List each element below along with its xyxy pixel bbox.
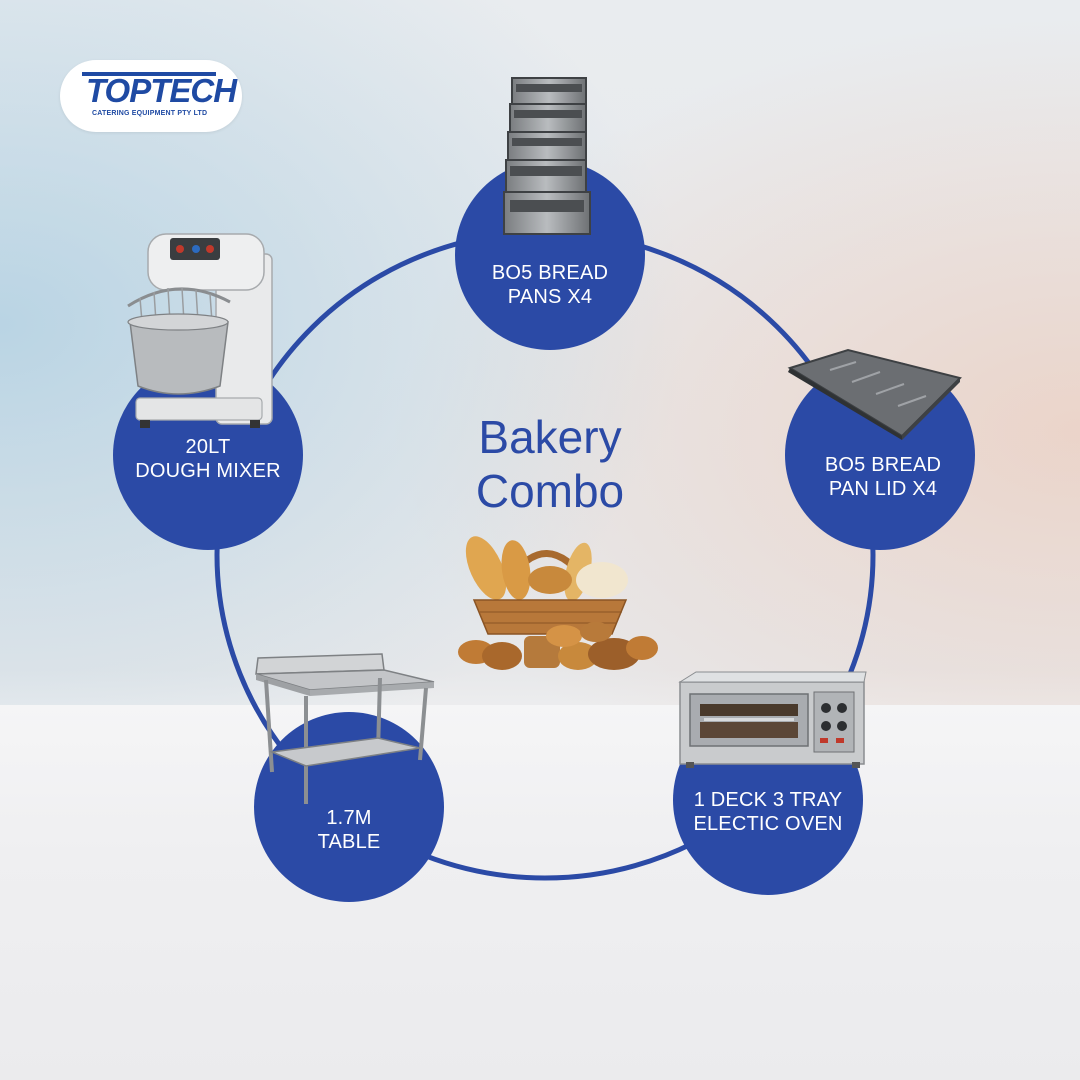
item-oven-label: 1 DECK 3 TRAY ELECTIC OVEN: [693, 789, 843, 835]
page-title: Bakery Combo: [420, 410, 680, 518]
toptech-logo: TOPTECH CATERING EQUIPMENT PTY LTD: [60, 60, 242, 132]
bread-pans-image: [503, 77, 591, 235]
logo-bar: [82, 72, 216, 76]
title-line-2: Combo: [475, 465, 625, 517]
title-line-1: Bakery: [478, 411, 622, 463]
item-dough-mixer-label: 20LT DOUGH MIXER: [135, 436, 281, 482]
dough-mixer-image: [127, 233, 273, 428]
bread-pan-lid-image: [787, 348, 962, 440]
floor-background: [0, 705, 1080, 1080]
item-table-label: 1.7M TABLE: [317, 807, 381, 853]
logo-wordmark: TOPTECH: [86, 72, 237, 109]
item-bread-pans-label: BO5 BREAD PANS X4: [491, 262, 609, 308]
table-image: [255, 653, 435, 804]
item-bread-pan-lid-label: BO5 BREAD PAN LID X4: [824, 454, 942, 500]
oven-image: [678, 671, 867, 768]
logo-tagline: CATERING EQUIPMENT PTY LTD: [92, 110, 208, 117]
bread-basket-image: [458, 536, 658, 670]
